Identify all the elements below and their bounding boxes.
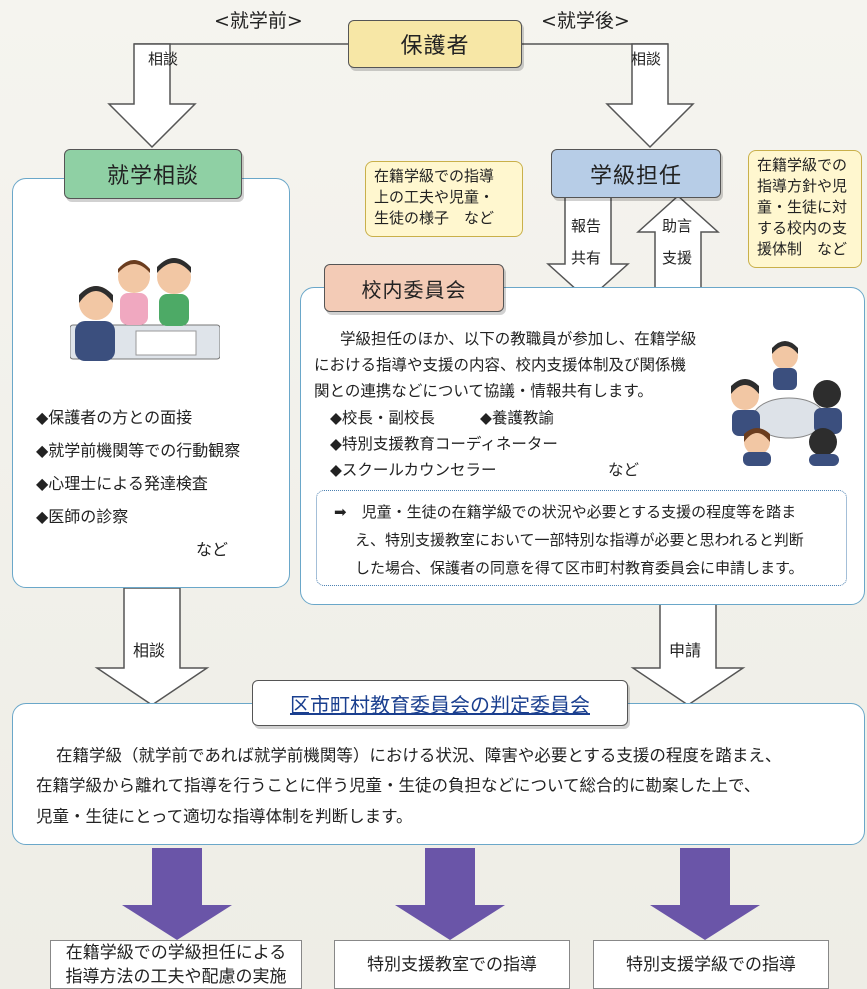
outcome-homeroom: 在籍学級での学級担任による 指導方法の工夫や配慮の実施 — [50, 940, 302, 989]
arrow-outcome-1 — [122, 848, 232, 940]
support-label: 支援 — [662, 249, 693, 267]
committee-note-box — [316, 490, 847, 586]
committee-note-1: ➡ 児童・生徒の在籍学級での状況や必要とする支援の程度等を踏ま — [334, 503, 797, 521]
enroll-item-2: ◆就学前機関等での行動観察 — [36, 441, 241, 460]
outcome-resource-room: 特別支援教室での指導 — [334, 940, 570, 989]
board-title: 区市町村教育委員会の判定委員会 — [252, 680, 628, 726]
committee-body-2: における指導や支援の内容、校内支援体制及び関係機 — [314, 356, 687, 374]
callout-right-line-5: 援体制 など — [757, 240, 848, 258]
consult-down-label: 相談 — [133, 641, 166, 660]
callout-left-line-3: 生徒の様子 など — [374, 209, 495, 227]
outcome-homeroom-line-2: 指導方法の工夫や配慮の実施 — [65, 966, 287, 987]
pre-school-label: <就学前> — [214, 10, 303, 32]
enroll-item-3: ◆心理士による発達検査 — [36, 474, 208, 493]
callout-left-line-2: 上の工夫や児童・ — [374, 188, 495, 206]
board-body-3: 児童・生徒にとって適切な指導体制を判断します。 — [36, 807, 413, 826]
callout-right-line-1: 在籍学級での — [757, 156, 848, 174]
callout-right-line-4: する校内の支 — [757, 219, 848, 237]
committee-note-2: え、特別支援教室において一部特別な指導が必要と思われると判断 — [355, 531, 804, 549]
board-body-2: 在籍学級から離れて指導を行うことに伴う児童・生徒の負担などについて総合的に勘案し… — [36, 776, 761, 795]
committee-member-nurse: ◆養護教諭 — [480, 409, 554, 427]
enroll-item-1: ◆保護者の方との面接 — [36, 408, 193, 427]
arrow-consult-right — [605, 43, 695, 149]
consult-right-label: 相談 — [631, 50, 662, 68]
board-panel — [12, 703, 865, 845]
consultation-people-illustration — [70, 258, 220, 361]
enroll-consult-title: 就学相談 — [64, 149, 242, 199]
committee-members-etc: など — [608, 461, 640, 479]
arrow-outcome-2 — [395, 848, 505, 940]
enroll-etc: など — [196, 540, 229, 559]
committee-member-coordinator: ◆特別支援教育コーディネーター — [330, 435, 558, 453]
advice-label: 助言 — [662, 217, 693, 235]
callout-left-line-1: 在籍学級での指導 — [374, 167, 495, 185]
enroll-item-4: ◆医師の診察 — [36, 507, 129, 526]
committee-title: 校内委員会 — [324, 264, 504, 312]
guardian-box: 保護者 — [348, 20, 522, 68]
callout-right: 在籍学級での 指導方針や児 童・生徒に対 する校内の支 援体制 など — [748, 150, 862, 268]
callout-left: 在籍学級での指導 上の工夫や児童・ 生徒の様子 など — [365, 161, 523, 237]
board-body-1: 在籍学級（就学前であれば就学前機関等）における状況、障害や必要とする支援の程度を… — [56, 746, 782, 765]
committee-body-3: 関との連携などについて協議・情報共有します。 — [314, 382, 653, 400]
committee-panel — [300, 287, 865, 605]
arrow-outcome-3 — [650, 848, 760, 940]
arrow-report-share — [546, 195, 630, 302]
committee-body-1: 学級担任のほか、以下の教職員が参加し、在籍学級 — [340, 330, 697, 348]
arrow-apply-down — [630, 602, 746, 706]
share-label: 共有 — [571, 249, 602, 267]
callout-right-line-3: 童・生徒に対 — [757, 198, 848, 216]
outcome-homeroom-line-1: 在籍学級での学級担任による — [65, 942, 287, 963]
committee-note-3: した場合、保護者の同意を得て区市町村教育委員会に申請します。 — [355, 559, 804, 577]
post-school-label: <就学後> — [541, 10, 630, 32]
outcome-special-class: 特別支援学級での指導 — [593, 940, 829, 989]
homeroom-teacher-box: 学級担任 — [551, 149, 721, 198]
arrow-consult-left — [107, 43, 197, 149]
callout-right-line-2: 指導方針や児 — [757, 177, 848, 195]
committee-member-counselor: ◆スクールカウンセラー — [330, 461, 497, 479]
arrow-consult-down — [94, 587, 210, 706]
apply-down-label: 申請 — [669, 641, 702, 660]
committee-member-principal: ◆校長・副校長 — [330, 409, 435, 427]
meeting-people-illustration — [731, 341, 842, 466]
consult-left-label: 相談 — [148, 50, 179, 68]
report-label: 報告 — [571, 217, 602, 235]
